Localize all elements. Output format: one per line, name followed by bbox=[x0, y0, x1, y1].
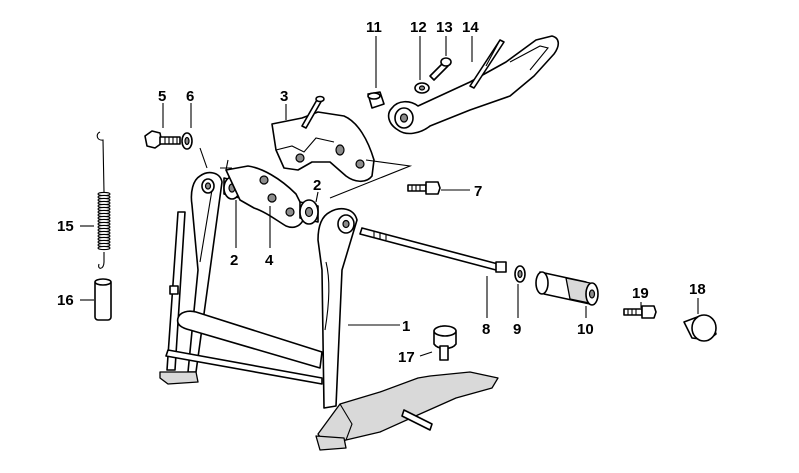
tension-spring bbox=[96, 131, 111, 269]
axle-bolt bbox=[359, 227, 507, 273]
callout-2b: 2 bbox=[313, 177, 321, 194]
stand-lever bbox=[387, 35, 560, 135]
callout-19: 19 bbox=[632, 285, 649, 302]
callout-15: 15 bbox=[57, 218, 74, 235]
spring-coil bbox=[97, 245, 111, 251]
callout-14: 14 bbox=[462, 19, 479, 36]
screw bbox=[623, 305, 657, 319]
callout-2a: 2 bbox=[230, 252, 238, 269]
sleeve bbox=[94, 278, 112, 321]
callout-5: 5 bbox=[158, 88, 166, 105]
callout-17: 17 bbox=[398, 349, 415, 366]
callout-10: 10 bbox=[577, 321, 594, 338]
rubber-stop bbox=[433, 325, 457, 361]
hex-bolt bbox=[144, 130, 181, 149]
callout-labels: 1 2 2 3 4 5 6 7 8 9 10 11 12 13 14 15 16… bbox=[57, 19, 706, 366]
callout-3: 3 bbox=[280, 88, 288, 105]
leader-lines bbox=[80, 36, 699, 357]
callout-13: 13 bbox=[436, 19, 453, 36]
callout-1: 1 bbox=[402, 318, 410, 335]
callout-18: 18 bbox=[689, 281, 706, 298]
spring-coils bbox=[97, 191, 111, 251]
washer bbox=[181, 132, 193, 150]
callout-6: 6 bbox=[186, 88, 194, 105]
callout-11: 11 bbox=[366, 19, 382, 36]
bearing-sleeve bbox=[535, 271, 599, 306]
washer-ring bbox=[514, 265, 526, 283]
stop-plate bbox=[225, 159, 306, 228]
bracket bbox=[271, 95, 413, 199]
bushing-right bbox=[299, 199, 319, 225]
callout-16: 16 bbox=[57, 292, 74, 309]
callout-4: 4 bbox=[265, 252, 274, 269]
socket-screw bbox=[429, 57, 452, 81]
cap bbox=[683, 314, 717, 342]
callout-9: 9 bbox=[513, 321, 521, 338]
rubber-buffer bbox=[367, 91, 385, 109]
screw bbox=[407, 181, 441, 195]
callout-12: 12 bbox=[410, 19, 427, 36]
washer bbox=[414, 82, 430, 94]
callout-7: 7 bbox=[474, 183, 482, 200]
center-stand bbox=[159, 171, 499, 451]
callout-8: 8 bbox=[482, 321, 490, 338]
